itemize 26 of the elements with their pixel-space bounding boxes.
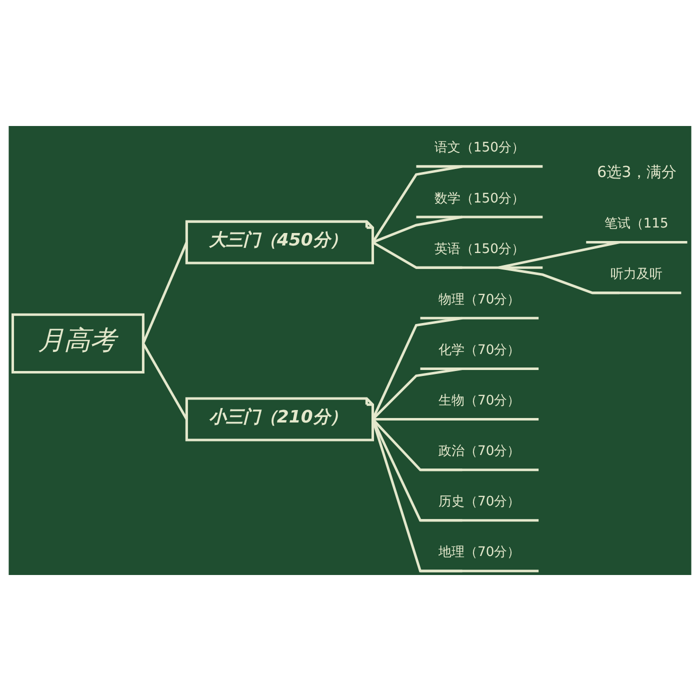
node-text: 英语（150分） — [434, 241, 525, 256]
node-text: 物理（70分） — [438, 292, 520, 307]
connector — [142, 342, 188, 420]
connector — [372, 418, 462, 471]
connector — [372, 418, 462, 522]
connector — [372, 418, 462, 572]
node-text: 生物（70分） — [438, 393, 520, 408]
node-text: 地理（70分） — [438, 544, 520, 560]
node-text: 语文（150分） — [434, 140, 525, 156]
connector — [498, 266, 620, 294]
connector — [372, 240, 462, 268]
connector — [498, 240, 620, 268]
connector — [372, 418, 462, 420]
connector — [372, 164, 462, 242]
label: 6选3，满分 — [597, 162, 676, 181]
connector — [372, 215, 462, 243]
connector — [372, 366, 462, 420]
node-text: 听力及听 — [610, 266, 662, 282]
node-box: 月高考 — [11, 312, 144, 373]
node-text: 笔试（115 — [604, 216, 668, 232]
node-text: 化学（70分） — [438, 342, 520, 358]
node-text: 政治（70分） — [438, 444, 520, 459]
connector — [372, 316, 462, 420]
connector — [142, 241, 188, 344]
node-text: 历史（70分） — [438, 494, 520, 510]
node-text: 数学（150分） — [434, 190, 525, 206]
